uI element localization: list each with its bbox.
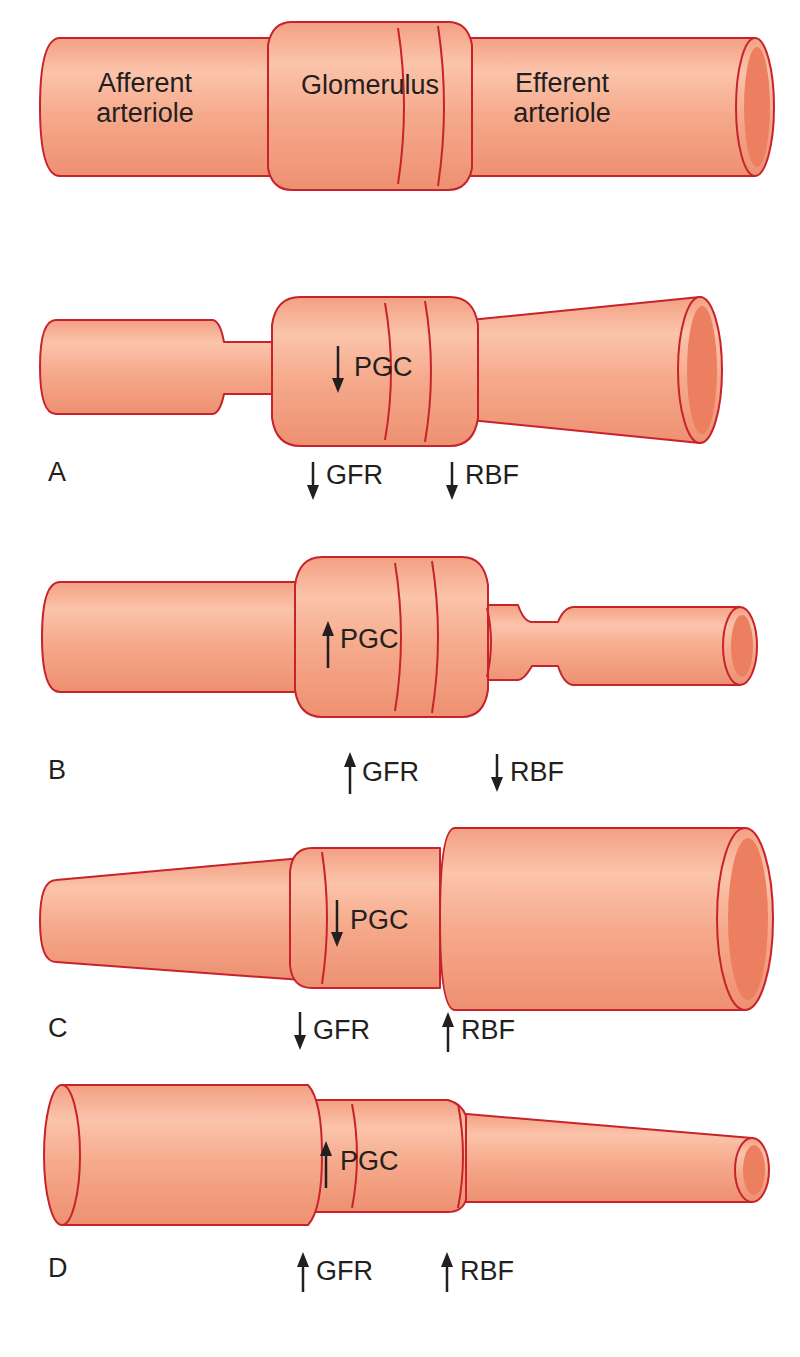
efferent-tube <box>455 1113 752 1202</box>
efferent-tube <box>440 828 745 1010</box>
panel-letter: C <box>48 1012 68 1044</box>
glomerulus-bulge <box>300 1100 466 1212</box>
up-arrow <box>441 1252 453 1292</box>
glomerulus-bulge <box>295 557 488 717</box>
efferent-tube <box>470 297 700 443</box>
glomerular-segment: PGC <box>272 297 478 446</box>
pressure-label: PGC <box>340 1146 450 1176</box>
flow-label: GFR <box>326 459 383 491</box>
glomerular-segment: PGC <box>300 1100 466 1212</box>
up-arrow <box>442 1012 454 1052</box>
panel-letter: A <box>48 456 66 488</box>
flow-label: RBF <box>460 1255 514 1287</box>
flow-label: RBF <box>465 459 519 491</box>
down-arrow <box>294 1012 306 1050</box>
flow-label: GFR <box>313 1014 370 1046</box>
vessel-label: Efferent arteriole <box>482 68 642 128</box>
up-arrow <box>322 621 334 668</box>
afferent-tube <box>42 582 302 692</box>
glomerulus-bulge <box>272 297 478 446</box>
tube-opening <box>717 828 773 1010</box>
tube-lumen <box>743 1145 765 1195</box>
seam-line <box>458 1104 463 1208</box>
tube-opening <box>735 1138 769 1202</box>
seam-line <box>62 1085 80 1225</box>
pressure-label: PGC <box>350 905 440 935</box>
glomerular-segment: PGC <box>295 557 488 717</box>
tube-opening <box>678 297 722 443</box>
panel-letter: B <box>48 754 66 786</box>
seam-line <box>398 28 404 184</box>
tube-opening <box>736 38 774 176</box>
glomerulus-bulge <box>290 848 440 988</box>
tube-lumen <box>744 47 770 167</box>
flow-label: RBF <box>461 1014 515 1046</box>
up-arrow <box>320 1141 332 1188</box>
tube-lumen <box>731 615 753 677</box>
flow-label: GFR <box>362 756 419 788</box>
efferent-tube <box>455 38 755 176</box>
afferent-tube <box>40 320 285 414</box>
pressure-label: PGC <box>340 624 450 654</box>
down-arrow <box>446 462 458 500</box>
down-arrow <box>307 462 319 500</box>
efferent-tube <box>480 605 740 685</box>
up-arrow <box>344 752 356 794</box>
down-arrow <box>331 900 343 947</box>
flow-label: GFR <box>316 1255 373 1287</box>
afferent-tube <box>40 858 302 980</box>
seam-line <box>432 561 438 713</box>
glomerulus-bulge <box>268 22 472 190</box>
glomerular-segment: Glomerulus <box>268 22 472 190</box>
panel-letter: D <box>48 1252 68 1284</box>
seam-line <box>425 301 431 442</box>
down-arrow <box>332 346 344 393</box>
glomerular-segment: PGC <box>290 848 440 988</box>
tube-opening <box>723 607 757 685</box>
seam-line <box>438 26 444 186</box>
tube-lumen <box>687 306 717 434</box>
seam-line <box>487 608 491 677</box>
afferent-tube <box>44 1085 322 1225</box>
up-arrow <box>297 1252 309 1292</box>
vessel-label: Glomerulus <box>268 70 472 100</box>
glomerular-segment: Afferent arteriole <box>40 38 290 176</box>
glomerular-segment: Efferent arteriole <box>472 38 755 176</box>
flow-label: RBF <box>510 756 564 788</box>
tube-lumen <box>728 838 768 1000</box>
vessel-label: Afferent arteriole <box>70 68 220 128</box>
down-arrow <box>491 754 503 792</box>
afferent-tube <box>40 38 292 176</box>
pressure-label: PGC <box>354 352 464 382</box>
seam-line <box>322 852 327 984</box>
